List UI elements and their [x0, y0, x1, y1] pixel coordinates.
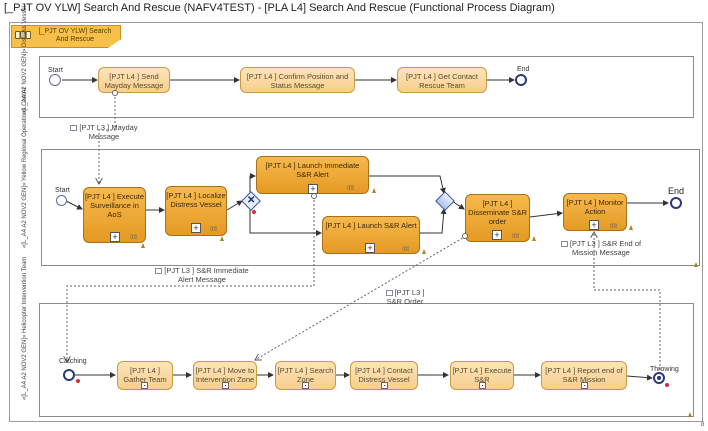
message-anchor-circle — [311, 193, 317, 199]
message-immediate-alert: [PJT L3 ] S&R Immediate Alert Message — [150, 266, 254, 284]
task-send-mayday[interactable]: [PJT L4 ] Send Mayday Message — [98, 67, 170, 93]
page-corner-marker: 8 — [701, 422, 705, 428]
task-report-end[interactable]: [PJT L4 ] Report end of S&R Mission — [541, 361, 627, 390]
task-execute-surveillance-label: [PJT L4 ] Execute Surveillance in AoS — [84, 192, 145, 219]
task-send-mayday-label: [PJT L4 ] Send Mayday Message — [104, 72, 164, 90]
task-search-zone-label: [PJT L4 ] Search Zone — [277, 366, 334, 384]
warning-icon — [372, 188, 376, 193]
message-end-of-mission-label: [PJT L3 ] S&R End of Mission Message — [569, 239, 642, 257]
task-confirm-position-label: [PJT L4 ] Confirm Position and Status Me… — [246, 72, 349, 90]
throwing-event[interactable] — [653, 372, 665, 384]
resource-icon: ▯▯▯ — [402, 246, 409, 252]
warning-icon — [532, 236, 536, 241]
subprocess-expand-icon[interactable]: + — [365, 243, 375, 253]
diagram-title: [_PJT OV YLW] Search And Rescue (NAFV4TE… — [4, 2, 555, 14]
subprocess-expand-icon[interactable] — [479, 382, 486, 389]
message-icon — [155, 268, 163, 275]
subprocess-expand-icon[interactable] — [381, 382, 388, 389]
warning-icon — [694, 262, 698, 267]
task-confirm-position[interactable]: [PJT L4 ] Confirm Position and Status Me… — [240, 67, 355, 93]
catching-event[interactable] — [63, 369, 75, 381]
start-event-regional[interactable] — [56, 195, 67, 206]
frame-tab[interactable] — [11, 25, 121, 48]
task-get-contact[interactable]: [PJT L4 ] Get Contact Rescue Team — [397, 67, 487, 93]
start-event-distress-label: Start — [48, 67, 63, 74]
subprocess-expand-icon[interactable]: + — [492, 230, 502, 240]
start-event-regional-label: Start — [55, 187, 70, 194]
warning-icon — [629, 225, 633, 230]
end-event-regional[interactable] — [670, 197, 682, 209]
task-contact-distress-label: [PJT L4 ] Contact Distress Vessel — [355, 366, 413, 384]
task-monitor-action-label: [PJT L4 ] Monitor Action — [566, 198, 624, 216]
message-end-of-mission: [PJT L3 ] S&R End of Mission Message — [556, 239, 646, 257]
end-event-distress-label: End — [517, 66, 530, 73]
task-move-to-zone-label: [PJT L4 ] Move to Intervention Zone — [195, 366, 255, 384]
warning-icon — [141, 243, 145, 248]
pool-helicopter-team-header — [16, 303, 40, 417]
subprocess-expand-icon[interactable] — [222, 382, 229, 389]
message-icon — [560, 241, 568, 248]
subprocess-expand-icon[interactable]: + — [589, 220, 599, 230]
gateway-x-icon: ✕ — [247, 195, 256, 206]
diagram-frame — [9, 22, 703, 422]
process-icon — [15, 31, 31, 39]
resource-icon: ▯▯▯ — [512, 233, 519, 239]
warning-icon — [688, 412, 692, 417]
error-marker-icon — [252, 210, 256, 214]
task-launch-immediate-alert-label: [PJT L4 ] Launch Immediate S&R Alert — [265, 161, 360, 179]
message-mayday: [PJT L3 ] Mayday Message — [66, 123, 142, 141]
warning-icon — [220, 236, 224, 241]
pool-regional-ops-header — [16, 149, 42, 266]
message-icon — [385, 290, 393, 297]
task-report-end-label: [PJT L4 ] Report end of S&R Mission — [545, 366, 623, 384]
message-sr-order: [PJT L3 ] S&R Order — [380, 288, 430, 306]
subprocess-expand-icon[interactable]: + — [191, 223, 201, 233]
message-mayday-label: [PJT L3 ] Mayday Message — [79, 123, 138, 141]
message-immediate-alert-label: [PJT L3 ] S&R Immediate Alert Message — [164, 266, 249, 284]
task-localize-distress-label: [PJT L4 ] Localize Distress Vessel — [166, 191, 226, 209]
resource-icon: ▯▯▯ — [130, 234, 137, 240]
message-anchor-circle — [462, 233, 468, 239]
task-execute-sr-label: [PJT L4 ] Execute S&R — [452, 366, 512, 384]
start-event-distress[interactable] — [49, 74, 61, 86]
message-sr-order-label: [PJT L3 ] S&R Order — [386, 288, 425, 306]
end-event-regional-label: End — [668, 186, 685, 196]
task-launch-sr-alert-label: [PJT L4 ] Launch S&R Alert — [325, 221, 417, 230]
end-event-distress[interactable] — [515, 74, 527, 86]
task-get-contact-label: [PJT L4 ] Get Contact Rescue Team — [406, 72, 478, 90]
subprocess-expand-icon[interactable]: + — [110, 232, 120, 242]
task-move-to-zone[interactable]: [PJT L4 ] Move to Intervention Zone — [193, 361, 257, 390]
error-marker-icon — [665, 383, 669, 387]
task-gather-team-label: [PJT L4 ] Gather Team — [123, 366, 167, 384]
subprocess-expand-icon[interactable] — [141, 382, 148, 389]
resource-icon: ▯▯▯ — [210, 226, 217, 232]
throwing-event-label: Throwing — [650, 366, 679, 373]
catching-event-label: Catching — [59, 358, 87, 365]
frame-tab-label: [_PJT OV YLW] Search And Rescue — [38, 28, 112, 43]
warning-icon — [422, 249, 426, 254]
resource-icon: ▯▯▯ — [610, 223, 617, 229]
message-anchor-circle — [112, 90, 118, 96]
task-disseminate-order-label: [PJT L4 ] Disseminate S&R order — [468, 199, 527, 226]
task-launch-immediate-alert[interactable]: [PJT L4 ] Launch Immediate S&R Alert — [256, 156, 369, 194]
resource-icon: ▯▯▯ — [347, 185, 354, 191]
pool-distress-vessel-header — [16, 56, 40, 118]
subprocess-expand-icon[interactable] — [302, 382, 309, 389]
message-icon — [70, 125, 78, 132]
subprocess-expand-icon[interactable] — [581, 382, 588, 389]
pool-helicopter-team — [16, 303, 694, 417]
error-marker-icon — [76, 379, 80, 383]
